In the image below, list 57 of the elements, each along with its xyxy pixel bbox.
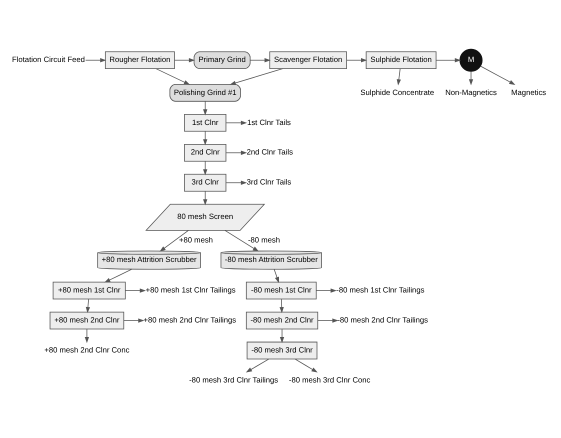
node-text: 2nd Clnr Tails bbox=[246, 148, 293, 157]
arrow bbox=[224, 230, 259, 252]
arrow bbox=[160, 230, 189, 252]
node-box: 2nd Clnr bbox=[184, 144, 226, 162]
arrow bbox=[250, 58, 271, 62]
arrow bbox=[226, 150, 248, 155]
node-box: -80 mesh 1st Clnr bbox=[246, 282, 317, 300]
node-box: Primary Grind bbox=[194, 51, 251, 70]
arrow bbox=[346, 58, 368, 62]
node-text: -80 mesh 3rd Clnr Conc bbox=[288, 375, 370, 384]
node-box: -80 mesh 3rd Clnr bbox=[246, 342, 318, 360]
arrow bbox=[480, 66, 516, 85]
node-box: Scavenger Flotation bbox=[269, 51, 347, 70]
node-box: +80 mesh 1st Clnr bbox=[52, 282, 126, 300]
arrow bbox=[294, 358, 318, 373]
edge-label: -80 mesh bbox=[248, 236, 280, 245]
arrow bbox=[396, 68, 401, 86]
node-text: Non-Magnetics bbox=[445, 88, 497, 97]
node-text: 3rd Clnr Tails bbox=[246, 178, 292, 187]
node-text: +80 mesh 2nd Clnr Tailings bbox=[144, 315, 236, 324]
arrow bbox=[104, 268, 132, 283]
node-text: 1st Clnr Tails bbox=[247, 118, 291, 127]
node-text: -80 mesh 1st Clnr Tailings bbox=[336, 286, 424, 295]
node-box: +80 mesh 2nd Clnr bbox=[50, 312, 124, 330]
arrow bbox=[125, 288, 146, 293]
arrow bbox=[316, 288, 337, 293]
node-box: 3rd Clnr bbox=[184, 174, 226, 192]
node-text: +80 mesh 2nd Clnr Conc bbox=[44, 345, 130, 354]
node-circle: M bbox=[460, 48, 483, 72]
node-box: Polishing Grind #1 bbox=[170, 84, 241, 102]
node-text: Sulphide Concentrate bbox=[360, 88, 434, 97]
arrow bbox=[226, 120, 248, 125]
edge-label: +80 mesh bbox=[179, 236, 213, 245]
arrow bbox=[156, 68, 190, 85]
node-box: Sulphide Flotation bbox=[366, 51, 436, 70]
node-box: 1st Clnr bbox=[184, 114, 226, 132]
node-text: Magnetics bbox=[511, 88, 546, 97]
node-box: Rougher Flotation bbox=[104, 51, 175, 70]
arrow bbox=[468, 71, 474, 86]
arrow bbox=[124, 318, 144, 323]
arrow bbox=[86, 298, 90, 314]
node-text: -80 mesh 2nd Clnr Tailings bbox=[337, 315, 428, 324]
arrow bbox=[226, 180, 248, 185]
node-text: -80 mesh 3rd Clnr Tailings bbox=[189, 375, 278, 384]
node-text: +80 mesh 1st Clnr Tailings bbox=[146, 286, 236, 295]
arrow bbox=[280, 328, 284, 344]
node-text: Flotation Circuit Feed bbox=[12, 55, 85, 64]
arrow bbox=[280, 298, 284, 314]
arrow bbox=[230, 68, 284, 85]
arrow bbox=[84, 328, 90, 344]
arrow bbox=[274, 268, 279, 284]
arrow bbox=[436, 58, 461, 62]
arrow bbox=[246, 358, 270, 373]
arrow bbox=[174, 58, 196, 62]
node-box: -80 mesh 2nd Clnr bbox=[246, 312, 318, 330]
arrow bbox=[317, 318, 338, 323]
arrow bbox=[85, 58, 106, 62]
